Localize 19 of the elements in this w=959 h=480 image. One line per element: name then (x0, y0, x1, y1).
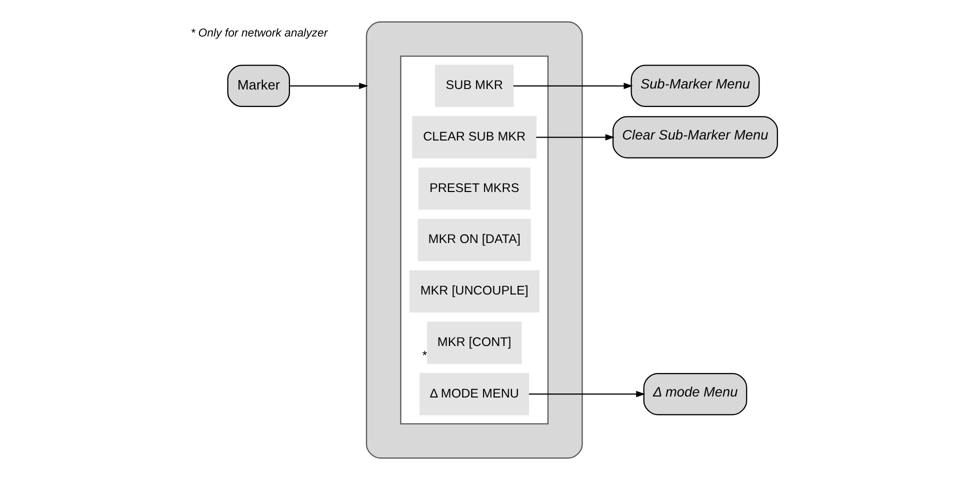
node-label: * (422, 348, 428, 363)
node-box: MKR [CONT] (427, 322, 522, 364)
arrow (290, 82, 368, 90)
cluster (366, 21, 583, 459)
node-box: Δ MODE MENU (420, 372, 530, 416)
arrow (528, 390, 646, 398)
node-box: Δ mode Menu (643, 372, 748, 416)
node-box: Clear Sub-Marker Menu (612, 116, 778, 158)
node-box: MKR [UNCOUPLE] (409, 270, 540, 312)
node-box: Sub-Marker Menu (630, 64, 760, 108)
node-box: CLEAR SUB MKR (412, 116, 537, 158)
node-box: PRESET MKRS (418, 168, 530, 210)
arrow (513, 82, 633, 90)
node-box: MKR ON [DATA] (418, 218, 531, 262)
label: * Only for network analyzer (190, 27, 328, 40)
node-box: SUB MKR (434, 64, 514, 108)
arrow (536, 134, 615, 140)
node-box: Marker (227, 64, 290, 108)
cluster (400, 56, 549, 424)
